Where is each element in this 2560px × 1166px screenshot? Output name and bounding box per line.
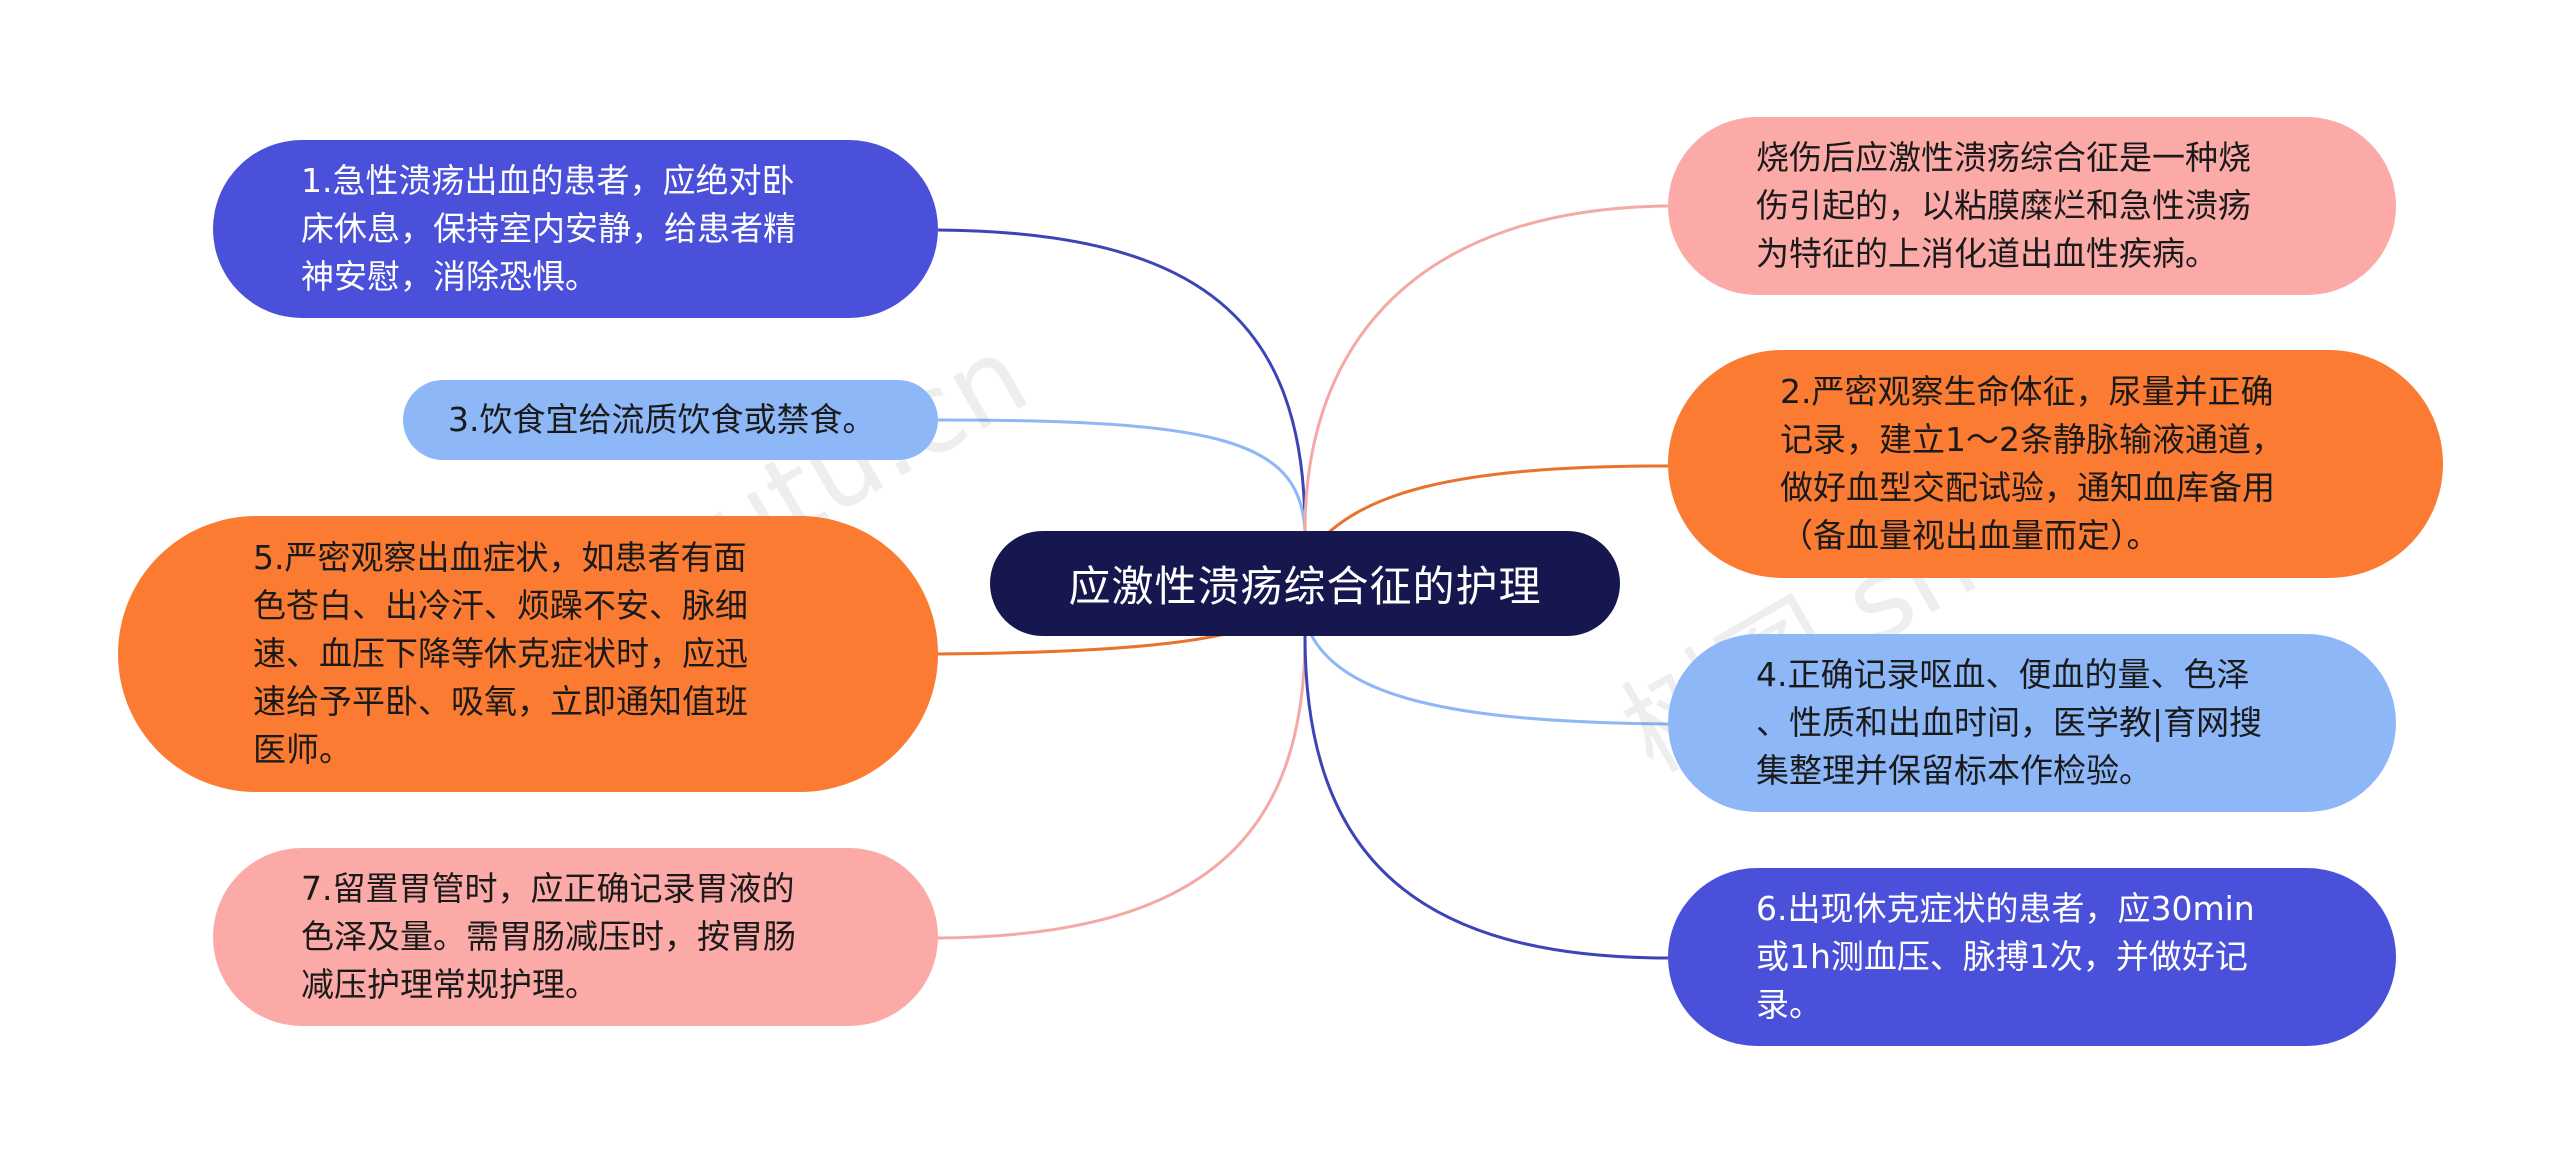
node-intro-text: 烧伤后应激性溃疡综合征是一种烧 伤引起的，以粘膜糜烂和急性溃疡 为特征的上消化道…	[1756, 134, 2251, 278]
node-text-line: 7.留置胃管时，应正确记录胃液的	[301, 869, 795, 908]
link-n7	[937, 635, 1307, 940]
node-intro[interactable]: 烧伤后应激性溃疡综合征是一种烧 伤引起的，以粘膜糜烂和急性溃疡 为特征的上消化道…	[1668, 117, 2396, 295]
node-item-3[interactable]: 3.饮食宜给流质饮食或禁食。	[403, 380, 938, 460]
node-text-line: 神安慰，消除恐惧。	[301, 257, 598, 296]
node-text-line: 做好血型交配试验，通知血库备用	[1780, 468, 2275, 507]
central-topic[interactable]: 应激性溃疡综合征的护理	[990, 531, 1620, 636]
link-r0	[1303, 204, 1669, 532]
node-text-line: 医师。	[253, 730, 352, 769]
node-text-line: 减压护理常规护理。	[301, 965, 598, 1004]
node-item-1[interactable]: 1.急性溃疡出血的患者，应绝对卧 床休息，保持室内安静，给患者精 神安慰，消除恐…	[213, 140, 938, 318]
node-text-line: 2.严密观察生命体征，尿量并正确	[1780, 372, 2274, 411]
node-item-2-text: 2.严密观察生命体征，尿量并正确 记录，建立1～2条静脉输液通道， 做好血型交配…	[1780, 368, 2284, 560]
node-text-line: 床休息，保持室内安静，给患者精	[301, 209, 796, 248]
node-text-line: 记录，建立1～2条静脉输液通道，	[1780, 420, 2284, 459]
node-item-4-text: 4.正确记录呕血、便血的量、色泽 、性质和出血时间，医学教|育网搜 集整理并保留…	[1756, 651, 2262, 795]
node-text-line: 3.饮食宜给流质饮食或禁食。	[448, 400, 876, 439]
node-item-6[interactable]: 6.出现休克症状的患者，应30min 或1h测血压、脉搏1次，并做好记 录。	[1668, 868, 2396, 1046]
node-text-line: 5.严密观察出血症状，如患者有面	[253, 538, 747, 577]
node-item-7-text: 7.留置胃管时，应正确记录胃液的 色泽及量。需胃肠减压时，按胃肠 减压护理常规护…	[301, 865, 796, 1009]
node-item-5[interactable]: 5.严密观察出血症状，如患者有面 色苍白、出冷汗、烦躁不安、脉细 速、血压下降等…	[118, 516, 938, 792]
node-item-1-text: 1.急性溃疡出血的患者，应绝对卧 床休息，保持室内安静，给患者精 神安慰，消除恐…	[301, 157, 796, 301]
node-text-line: 或1h测血压、脉搏1次，并做好记	[1756, 937, 2248, 976]
node-text-line: 伤引起的，以粘膜糜烂和急性溃疡	[1756, 186, 2251, 225]
node-item-7[interactable]: 7.留置胃管时，应正确记录胃液的 色泽及量。需胃肠减压时，按胃肠 减压护理常规护…	[213, 848, 938, 1026]
node-item-2[interactable]: 2.严密观察生命体征，尿量并正确 记录，建立1～2条静脉输液通道， 做好血型交配…	[1668, 350, 2443, 578]
node-text-line: 6.出现休克症状的患者，应30min	[1756, 889, 2255, 928]
node-text-line: 为特征的上消化道出血性疾病。	[1756, 234, 2218, 273]
link-n3	[937, 418, 1307, 532]
node-item-3-text: 3.饮食宜给流质饮食或禁食。	[448, 396, 876, 444]
node-item-5-text: 5.严密观察出血症状，如患者有面 色苍白、出冷汗、烦躁不安、脉细 速、血压下降等…	[253, 534, 748, 774]
node-text-line: 速、血压下降等休克症状时，应迅	[253, 634, 748, 673]
node-text-line: 4.正确记录呕血、便血的量、色泽	[1756, 655, 2250, 694]
link-n4	[1303, 619, 1669, 726]
node-text-line: 色泽及量。需胃肠减压时，按胃肠	[301, 917, 796, 956]
node-text-line: 集整理并保留标本作检验。	[1756, 751, 2152, 790]
node-item-4[interactable]: 4.正确记录呕血、便血的量、色泽 、性质和出血时间，医学教|育网搜 集整理并保留…	[1668, 634, 2396, 812]
node-item-6-text: 6.出现休克症状的患者，应30min 或1h测血压、脉搏1次，并做好记 录。	[1756, 885, 2255, 1029]
link-n1	[937, 228, 1307, 532]
node-text-line: 1.急性溃疡出血的患者，应绝对卧	[301, 161, 795, 200]
node-text-line: 、性质和出血时间，医学教|育网搜	[1756, 703, 2263, 742]
node-text-line: 烧伤后应激性溃疡综合征是一种烧	[1756, 138, 2251, 177]
node-text-line: 色苍白、出冷汗、烦躁不安、脉细	[253, 586, 748, 625]
node-text-line: （备血量视出血量而定）。	[1780, 516, 2160, 555]
node-text-line: 录。	[1756, 985, 1822, 1024]
node-text-line: 速给予平卧、吸氧，立即通知值班	[253, 682, 748, 721]
link-n6	[1303, 635, 1669, 960]
